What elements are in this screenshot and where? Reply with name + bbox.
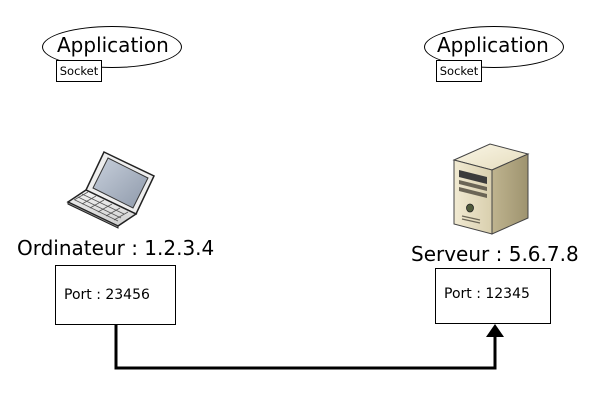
- client-port-box: [55, 265, 176, 325]
- arrowhead: [486, 324, 504, 337]
- laptop-icon: [66, 150, 155, 229]
- client-application-label: Application: [57, 33, 169, 57]
- client-port-label: Port : 23456: [64, 287, 150, 303]
- connection-line: [114, 325, 497, 370]
- server-tower-icon: [452, 143, 530, 235]
- client-socket-box: Socket: [56, 60, 102, 82]
- server-application-label: Application: [437, 33, 549, 57]
- server-host-label: Serveur : 5.6.7.8: [411, 242, 579, 266]
- server-port-label: Port : 12345: [444, 286, 530, 302]
- server-port-box: [435, 268, 551, 324]
- client-host-label: Ordinateur : 1.2.3.4: [17, 236, 215, 260]
- server-socket-box: Socket: [436, 60, 482, 82]
